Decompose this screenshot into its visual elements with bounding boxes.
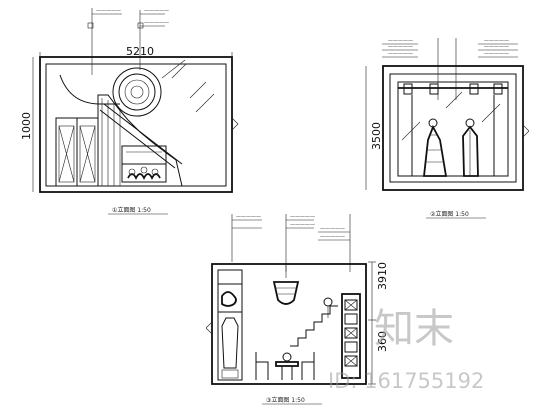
watermark-id: ID: 161755192 xyxy=(328,369,484,393)
note-b-6: ————— xyxy=(484,51,509,57)
elevation-a-frame xyxy=(39,56,233,193)
elevation-c-frame xyxy=(211,263,367,385)
note-b-4: ————— xyxy=(484,38,509,44)
elevation-a-leaders: ————— ————— ————— xyxy=(87,8,169,75)
elevation-a-caption: ①立面图 1:50 xyxy=(112,206,151,214)
elevation-a-width-label: 5210 xyxy=(126,45,154,58)
elevation-a-height-label: 1000 xyxy=(20,112,33,140)
note-b-1: ————— xyxy=(388,38,413,44)
elevation-b-curtain-rods xyxy=(398,83,508,176)
note-a-1: ————— xyxy=(96,8,121,14)
elevation-b: ————— ————— ————— ————— ————— ————— 3500 xyxy=(365,38,530,219)
elevation-b-glass-hatch xyxy=(401,91,501,141)
elevation-c-height-dimensions: 3910 360 xyxy=(368,261,389,385)
elevation-a: ————— ————— ————— 5210 1000 xyxy=(20,8,239,215)
elevation-c-height-label-2: 360 xyxy=(376,331,389,352)
note-b-2: ————— xyxy=(388,44,413,50)
elevation-b-leaders: ————— ————— ————— ————— ————— ————— xyxy=(382,38,518,100)
elevation-c-chandelier xyxy=(272,264,300,305)
elevation-b-height-label: 3500 xyxy=(370,122,383,150)
note-a-2: ————— xyxy=(144,8,169,14)
note-c-3: ————— xyxy=(290,222,315,228)
note-c-4: ————— xyxy=(320,226,345,232)
elevation-a-cabinet xyxy=(55,117,99,187)
watermark: 知末 ID: 161755192 xyxy=(328,306,484,393)
elevation-a-glass-hatch xyxy=(171,63,215,113)
elevation-a-round-window xyxy=(112,59,186,117)
elevation-a-height-dimension: 1000 xyxy=(20,57,34,192)
note-a-3: ————— xyxy=(144,20,169,26)
note-c-1: ————— xyxy=(236,214,261,220)
elevation-c-stairs xyxy=(290,297,338,347)
elevation-b-frame xyxy=(382,65,524,191)
note-b-5: ————— xyxy=(484,44,509,50)
note-c-5: ————— xyxy=(320,234,345,240)
elevation-b-mannequin-groom xyxy=(462,118,479,177)
elevation-a-console xyxy=(121,145,167,183)
elevation-b-height-dimension: 3500 xyxy=(365,66,383,190)
elevation-a-staircase xyxy=(59,74,183,187)
elevation-c-caption: ③立面图 1:50 xyxy=(266,396,305,404)
elevation-c: ————— ————— ————— ————— ————— 3910 360 xyxy=(205,214,389,405)
elevation-b-mannequin-bride xyxy=(422,118,448,177)
elevation-c-carved-screen xyxy=(341,293,361,379)
elevation-b-caption: ②立面图 1:50 xyxy=(430,210,469,218)
elevation-c-height-label-1: 3910 xyxy=(376,262,389,290)
note-c-2: ————— xyxy=(290,214,315,220)
elevation-c-wardrobe xyxy=(217,269,243,381)
watermark-brand: 知末 xyxy=(374,306,454,352)
elevation-c-dining-set xyxy=(255,352,315,380)
note-b-3: ————— xyxy=(388,51,413,57)
elevation-c-leaders: ————— ————— ————— ————— ————— xyxy=(231,214,351,272)
elevation-a-width-dimension: 5210 xyxy=(39,45,233,62)
